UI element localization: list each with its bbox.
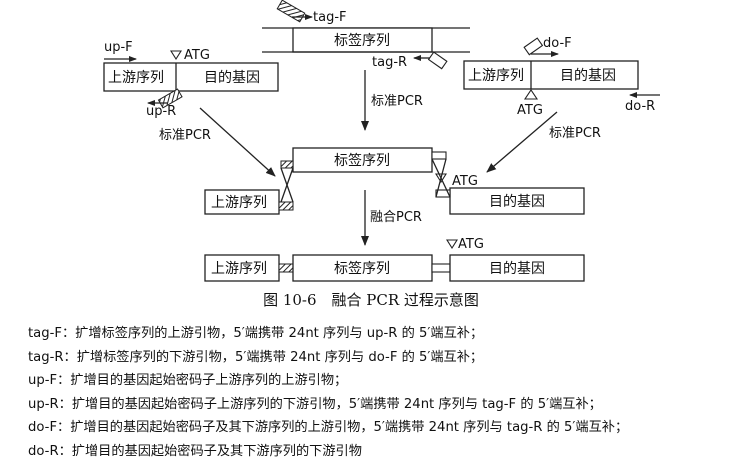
right-upstream-label: 上游序列 xyxy=(468,68,524,84)
atg-triangle-right-icon xyxy=(523,89,539,100)
arrow-left-diag xyxy=(199,107,276,177)
fusion-pcr-label: 融合PCR xyxy=(370,210,422,225)
arrow-right-diag xyxy=(486,111,558,173)
do-r-label: do-R xyxy=(625,99,655,114)
left-upstream-label: 上游序列 xyxy=(108,70,164,86)
gene-box-middle xyxy=(449,187,585,215)
gene-construct-right: do-F 上游序列 目的基因 ATG do-R xyxy=(463,36,660,118)
right-gene-label: 目的基因 xyxy=(560,67,616,84)
cross-left-b xyxy=(280,167,294,203)
figure-caption: 图 10-6 融合 PCR 过程示意图 xyxy=(263,291,479,309)
do-f-label: do-F xyxy=(543,36,572,51)
up-f-label: up-F xyxy=(104,40,133,55)
atg-label-left: ATG xyxy=(184,48,210,63)
fused-white-junction xyxy=(431,263,451,273)
do-f-primer xyxy=(523,37,544,56)
fused-hatch-junction xyxy=(278,263,294,273)
atg-label-right: ATG xyxy=(517,103,543,118)
tag-mid-left-hatch xyxy=(280,160,294,169)
tag-r-label: tag-R xyxy=(372,55,407,70)
upstream-mid-hatch xyxy=(278,201,294,211)
tag-f-primer xyxy=(276,0,306,23)
upstream-box-bottom xyxy=(204,254,280,282)
legend-do-f: do-F：扩增目的基因起始密码子及其下游序列的上游引物，5′端携带 24nt 序… xyxy=(28,420,629,436)
legend-up-r: up-R：扩增目的基因起始密码子上游序列的下游引物，5′端携带 24nt 序列与… xyxy=(28,396,602,412)
atg-triangle-icon xyxy=(170,50,182,61)
cross-right-b xyxy=(435,158,447,198)
tag-box-middle-label: 标签序列 xyxy=(334,152,390,169)
tag-f-label: tag-F xyxy=(313,10,346,25)
left-gene-label: 目的基因 xyxy=(204,69,260,86)
atg-label-mid: ATG xyxy=(452,174,478,189)
fused-product: ATG 上游序列 标签序列 目的基因 xyxy=(204,237,585,282)
tag-box-bottom xyxy=(292,254,433,282)
upstream-box-bottom-label: 上游序列 xyxy=(211,261,267,277)
fusion-pcr-diagram: tag-F 标签序列 tag-R up-F ATG 上游序列 目的基因 up-R… xyxy=(103,0,660,282)
legend-tag-r: tag-R：扩增标签序列的下游引物，5′端携带 24nt 序列与 do-F 的 … xyxy=(28,349,484,365)
tag-sequence-top: tag-F 标签序列 tag-R xyxy=(262,0,470,70)
gene-box-middle-label: 目的基因 xyxy=(489,193,545,210)
standard-pcr-label-center: 标准PCR xyxy=(371,94,423,109)
upstream-box-middle-label: 上游序列 xyxy=(211,195,267,211)
tag-box-top-label: 标签序列 xyxy=(334,32,390,49)
up-r-label: up-R xyxy=(146,104,176,119)
middle-products: 标签序列 上游序列 ATG 目的基因 xyxy=(204,147,585,215)
gene-box-bottom xyxy=(449,254,585,282)
primer-legend: tag-F：扩增标签序列的上游引物，5′端携带 24nt 序列与 up-R 的 … xyxy=(28,322,738,464)
standard-pcr-label-left: 标准PCR xyxy=(159,128,211,143)
legend-do-r: do-R：扩增目的基因起始密码子及其下游序列的下游引物 xyxy=(28,443,362,459)
standard-pcr-label-right: 标准PCR xyxy=(549,126,601,141)
gene-box-bottom-label: 目的基因 xyxy=(489,260,545,277)
atg-triangle-bottom-icon xyxy=(446,239,458,250)
atg-label-bottom: ATG xyxy=(458,237,484,252)
tag-r-primer xyxy=(427,51,448,70)
tag-box-top xyxy=(292,27,433,53)
tag-box-bottom-label: 标签序列 xyxy=(334,260,390,277)
right-gene-box xyxy=(463,60,639,90)
left-gene-box xyxy=(103,62,279,92)
gene-mid-left-overlap xyxy=(435,189,451,198)
tag-box-middle xyxy=(292,147,433,173)
gene-construct-left: up-F ATG 上游序列 目的基因 up-R xyxy=(103,40,279,119)
legend-tag-f: tag-F：扩增标签序列的上游引物，5′端携带 24nt 序列与 up-R 的 … xyxy=(28,326,484,341)
upstream-box-middle xyxy=(204,189,280,215)
legend-up-f: up-F：扩增目的基因起始密码子上游序列的上游引物； xyxy=(28,373,348,389)
tag-mid-right-overlap xyxy=(431,151,447,160)
